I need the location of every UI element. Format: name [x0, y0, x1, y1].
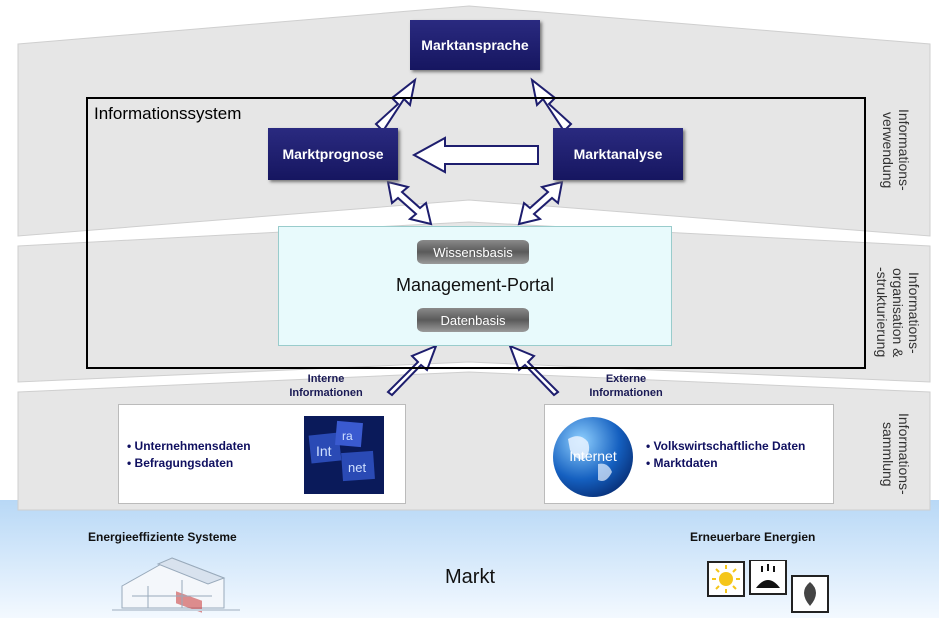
market-label: Markt: [445, 566, 495, 588]
market-right-title: Erneuerbare Energien: [690, 530, 816, 544]
arrow-portal-analyse: [517, 180, 564, 226]
node-marktanalyse: Marktanalyse: [553, 128, 683, 180]
label-verwendung: Informations-verwendung: [880, 109, 912, 191]
internal-item: Befragungsdaten: [127, 455, 251, 472]
wissensbasis-cylinder: Wissensbasis: [417, 240, 529, 264]
market-left-title: Energieeffiziente Systeme: [88, 530, 237, 544]
arrow-portal-prognose: [386, 180, 433, 226]
geothermal-icon: [749, 560, 787, 595]
internal-data-image: Int ra net: [304, 416, 384, 494]
node-marktprognose: Marktprognose: [268, 128, 398, 180]
external-item: Volkswirtschaftliche Daten: [646, 438, 806, 455]
label-sammlung: Informations-sammlung: [880, 413, 912, 495]
svg-text:Int: Int: [316, 443, 332, 459]
arrow-analyse-to-ansprache: [530, 77, 573, 133]
internet-label: Internet: [569, 448, 617, 464]
external-item: Marktdaten: [646, 455, 805, 472]
internet-globe-image: [553, 417, 633, 497]
arrow-analyse-to-prognose: [411, 136, 539, 174]
svg-text:net: net: [348, 460, 366, 475]
svg-text:ra: ra: [342, 429, 353, 443]
arrow-prognose-to-ansprache: [374, 77, 417, 133]
node-marktansprache: Marktansprache: [410, 20, 540, 70]
informationssystem-frame: [86, 97, 866, 369]
informationssystem-label: Informationssystem: [94, 104, 242, 123]
portal-title: Management-Portal: [395, 275, 555, 295]
layer-verwendung: [17, 5, 931, 237]
datenbasis-cylinder: Datenbasis: [417, 308, 529, 332]
house-illustration: [112, 557, 240, 613]
external-items-list: Volkswirtschaftliche Daten Marktdaten: [646, 438, 806, 472]
label-organisation: Informations-organisation &-strukturieru…: [874, 267, 922, 358]
internal-items-list: Unternehmensdaten Befragungsdaten: [127, 438, 251, 472]
biomass-icon: [791, 575, 829, 613]
renewable-icons: [707, 560, 829, 613]
arrow-externe-to-portal: [508, 344, 560, 397]
arrow-interne-to-portal: [386, 344, 438, 397]
internal-item: Unternehmensdaten: [127, 438, 251, 455]
sun-icon: [707, 561, 745, 597]
